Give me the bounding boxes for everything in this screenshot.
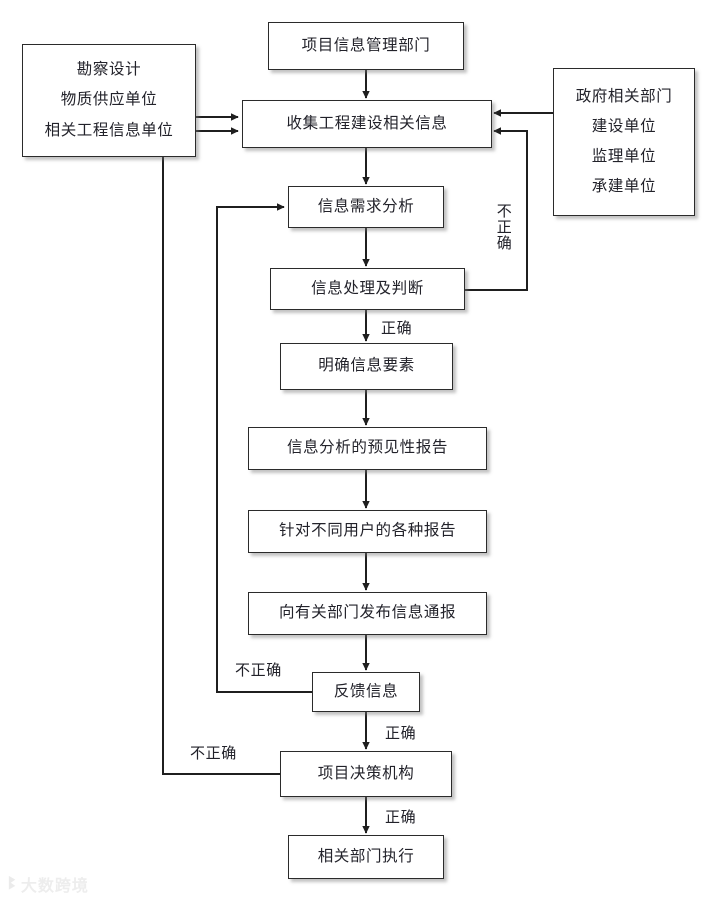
node-publish-information-bulletin[interactable]: 向有关部门发布信息通报 [248, 592, 487, 635]
node-label: 明确信息要素 [318, 357, 415, 375]
node-label-line-3: 监理单位 [591, 148, 657, 165]
node-related-department-execution[interactable]: 相关部门执行 [288, 835, 444, 879]
node-project-info-dept[interactable]: 项目信息管理部门 [268, 22, 464, 70]
edge-label-correct-after-feedback: 正确 [385, 726, 417, 742]
node-label: 收集工程建设相关信息 [286, 114, 448, 132]
node-label: 反馈信息 [333, 682, 399, 700]
node-label-line-2: 物质供应单位 [60, 91, 158, 109]
watermark-logo-icon: ꔪ [8, 874, 16, 894]
node-label-line-2: 建设单位 [591, 117, 657, 135]
node-label: 信息分析的预见性报告 [286, 439, 448, 457]
node-survey-design-sources[interactable]: 勘察设计 物质供应单位 相关工程信息单位 [22, 44, 196, 157]
node-information-processing-judgment[interactable]: 信息处理及判断 [270, 268, 465, 310]
node-label-line-4: 承建单位 [591, 178, 657, 196]
node-label: 信息处理及判断 [311, 279, 424, 297]
node-label-line-1: 勘察设计 [76, 61, 142, 79]
node-label: 项目信息管理部门 [301, 36, 431, 54]
node-label: 信息需求分析 [317, 197, 415, 215]
node-collect-construction-info[interactable]: 收集工程建设相关信息 [242, 100, 492, 148]
node-label: 项目决策机构 [317, 764, 415, 782]
node-project-decision-body[interactable]: 项目决策机构 [280, 751, 452, 797]
node-feedback-information[interactable]: 反馈信息 [312, 672, 420, 712]
node-information-demand-analysis[interactable]: 信息需求分析 [288, 186, 444, 228]
node-government-sources[interactable]: 政府相关部门 建设单位 监理单位 承建单位 [553, 68, 695, 216]
node-label: 相关部门执行 [317, 847, 415, 865]
node-label: 针对不同用户的各种报告 [278, 522, 457, 540]
node-clarify-information-elements[interactable]: 明确信息要素 [280, 343, 453, 390]
node-user-specific-reports[interactable]: 针对不同用户的各种报告 [248, 510, 487, 553]
edge-label-incorrect-feedback: 不正确 [235, 663, 282, 679]
edge-label-incorrect-decision: 不正确 [190, 746, 237, 762]
edge-label-correct-after-decision: 正确 [385, 810, 417, 826]
node-label-line-3: 相关工程信息单位 [44, 121, 174, 139]
watermark-text: 大数跨境 [20, 878, 89, 895]
edge-label-incorrect-process: 不正确 [494, 203, 511, 251]
node-label: 向有关部门发布信息通报 [278, 604, 457, 622]
node-label-line-1: 政府相关部门 [575, 87, 673, 105]
node-predictive-analysis-report[interactable]: 信息分析的预见性报告 [248, 427, 487, 470]
edge-label-correct-after-judge: 正确 [381, 321, 413, 337]
watermark: ꔪ 大数跨境 [8, 872, 89, 896]
